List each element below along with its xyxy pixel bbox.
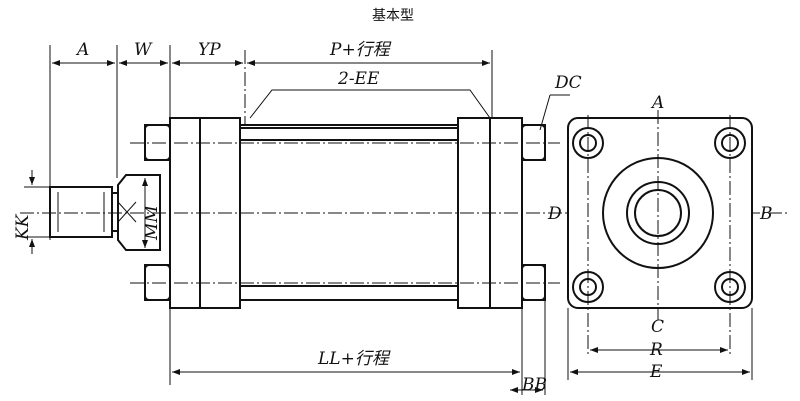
- end-label-b: B: [759, 204, 773, 224]
- dim-ll-stroke-label: LL+行程: [317, 349, 391, 369]
- dim-kk-label: KK: [13, 213, 33, 241]
- dim-mm-label: MM: [142, 205, 162, 241]
- ports-label: 2-EE: [337, 69, 380, 89]
- bottom-dimensions: [169, 300, 546, 395]
- dim-a-label: A: [75, 40, 89, 60]
- dim-dc-label: DC: [554, 73, 582, 93]
- end-label-c: C: [651, 317, 664, 337]
- dim-r-label: R: [649, 340, 663, 360]
- dim-bb-label: BB: [521, 375, 547, 395]
- cylinder-side-view: [20, 117, 790, 309]
- title: 基本型: [372, 7, 414, 24]
- dim-w-label: W: [134, 40, 153, 60]
- dim-p-stroke-label: P+行程: [329, 40, 392, 60]
- dim-e-label: E: [649, 362, 663, 382]
- end-label-a: A: [650, 93, 664, 113]
- cylinder-end-view: [539, 94, 753, 380]
- end-label-d: D: [547, 204, 562, 224]
- dim-yp-label: YP: [198, 40, 221, 60]
